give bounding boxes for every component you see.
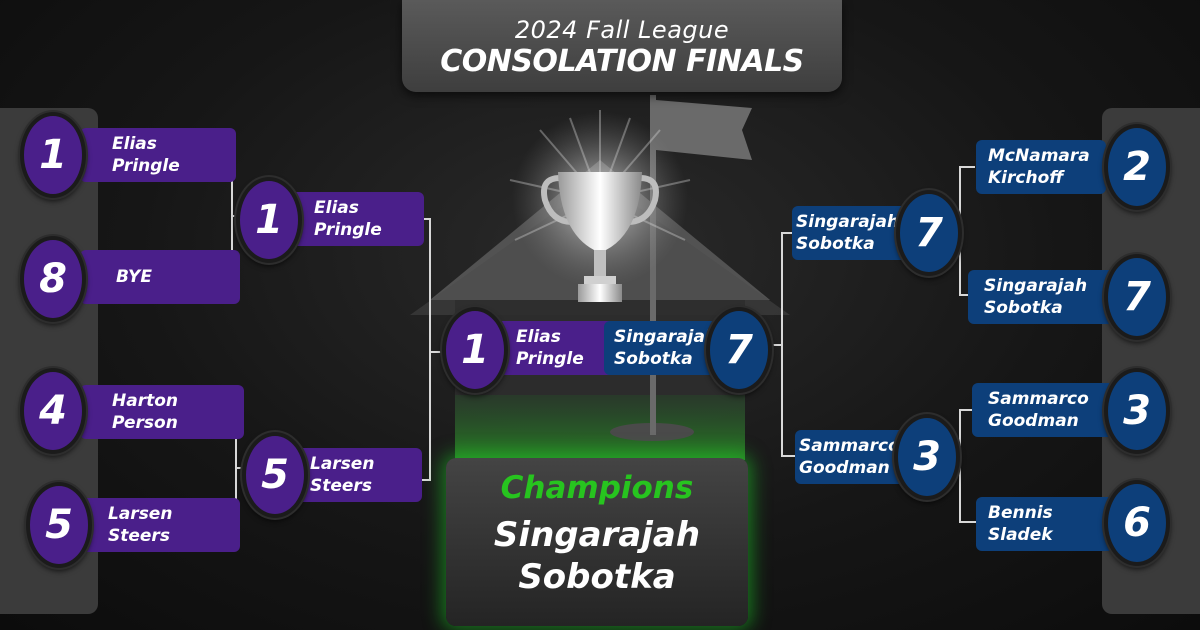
- champions-label: Champions: [500, 470, 694, 506]
- left-final-team[interactable]: Elias Pringle: [494, 321, 622, 375]
- team-name-line2: Sobotka: [614, 349, 693, 369]
- right-r1-seed-4: 6: [1104, 480, 1170, 566]
- left-r2-seed-2: 5: [242, 432, 308, 518]
- trophy-icon: [541, 172, 659, 302]
- left-r1-seed-1: 1: [20, 112, 86, 198]
- team-name-line1: Elias: [516, 327, 561, 347]
- team-name-line1: Larsen: [310, 454, 375, 474]
- left-r1-team-3[interactable]: Harton Person: [80, 385, 244, 439]
- right-final-seed: 7: [706, 307, 772, 393]
- right-r1-team-2[interactable]: Singarajah Sobotka: [968, 270, 1116, 324]
- champions-box: Champions Singarajah Sobotka: [446, 458, 748, 626]
- right-r1-team-1[interactable]: McNamara Kirchoff: [976, 140, 1106, 194]
- page-title: CONSOLATION FINALS: [440, 44, 804, 79]
- team-name-line2: Sladek: [988, 525, 1053, 545]
- team-name-line1: Singarajah: [796, 212, 900, 232]
- team-name-line1: Elias: [112, 134, 157, 154]
- champion-name-line1: Singarajah: [493, 515, 701, 555]
- right-r1-team-4[interactable]: Bennis Sladek: [976, 497, 1114, 551]
- right-r1-team-3[interactable]: Sammarco Goodman: [972, 383, 1118, 437]
- left-r1-team-4[interactable]: Larsen Steers: [80, 498, 240, 552]
- header-banner: 2024 Fall League CONSOLATION FINALS: [402, 0, 842, 92]
- team-name-line2: Pringle: [516, 349, 584, 369]
- team-name-line1: McNamara: [988, 146, 1090, 166]
- team-name-line2: Pringle: [112, 156, 180, 176]
- team-name-line1: Harton: [112, 391, 178, 411]
- team-name-line1: Elias: [314, 198, 359, 218]
- league-year: 2024 Fall League: [514, 16, 730, 44]
- team-name-line2: Steers: [310, 476, 372, 496]
- right-r1-seed-1: 2: [1104, 124, 1170, 210]
- left-r1-team-2[interactable]: BYE: [80, 250, 240, 304]
- champion-name-line2: Sobotka: [518, 557, 676, 597]
- team-name-line1: Singarajah: [614, 327, 718, 347]
- team-name-line1: Singarajah: [984, 276, 1088, 296]
- team-name-line2: Sobotka: [984, 298, 1063, 318]
- team-name-line2: Steers: [108, 526, 170, 546]
- left-r1-team-1[interactable]: Elias Pringle: [80, 128, 236, 182]
- team-name-line1: Bennis: [988, 503, 1053, 523]
- right-r2-team-2[interactable]: Sammarco Goodman: [795, 430, 913, 484]
- left-r1-seed-4: 5: [26, 482, 92, 568]
- team-name-line2: Sobotka: [796, 234, 875, 254]
- team-name-line1: BYE: [116, 267, 152, 287]
- right-r1-seed-3: 3: [1104, 368, 1170, 454]
- team-name-line2: Person: [112, 413, 178, 433]
- left-r2-team-2[interactable]: Larsen Steers: [290, 448, 422, 502]
- team-name-line2: Kirchoff: [988, 168, 1064, 188]
- team-name-line2: Goodman: [799, 458, 890, 478]
- team-name-line1: Larsen: [108, 504, 173, 524]
- left-r2-team-1[interactable]: Elias Pringle: [290, 192, 424, 246]
- team-name-line2: Pringle: [314, 220, 382, 240]
- team-name-line1: Sammarco: [988, 389, 1089, 409]
- left-r1-seed-3: 4: [20, 368, 86, 454]
- left-r1-seed-2: 8: [20, 236, 86, 322]
- right-r1-seed-2: 7: [1104, 254, 1170, 340]
- left-r2-seed-1: 1: [236, 177, 302, 263]
- team-name-line2: Goodman: [988, 411, 1079, 431]
- right-r2-seed-2: 3: [894, 414, 960, 500]
- right-r2-seed-1: 7: [896, 190, 962, 276]
- left-final-seed: 1: [442, 307, 508, 393]
- team-name-line1: Sammarco: [799, 436, 900, 456]
- right-r2-team-1[interactable]: Singarajah Sobotka: [792, 206, 912, 260]
